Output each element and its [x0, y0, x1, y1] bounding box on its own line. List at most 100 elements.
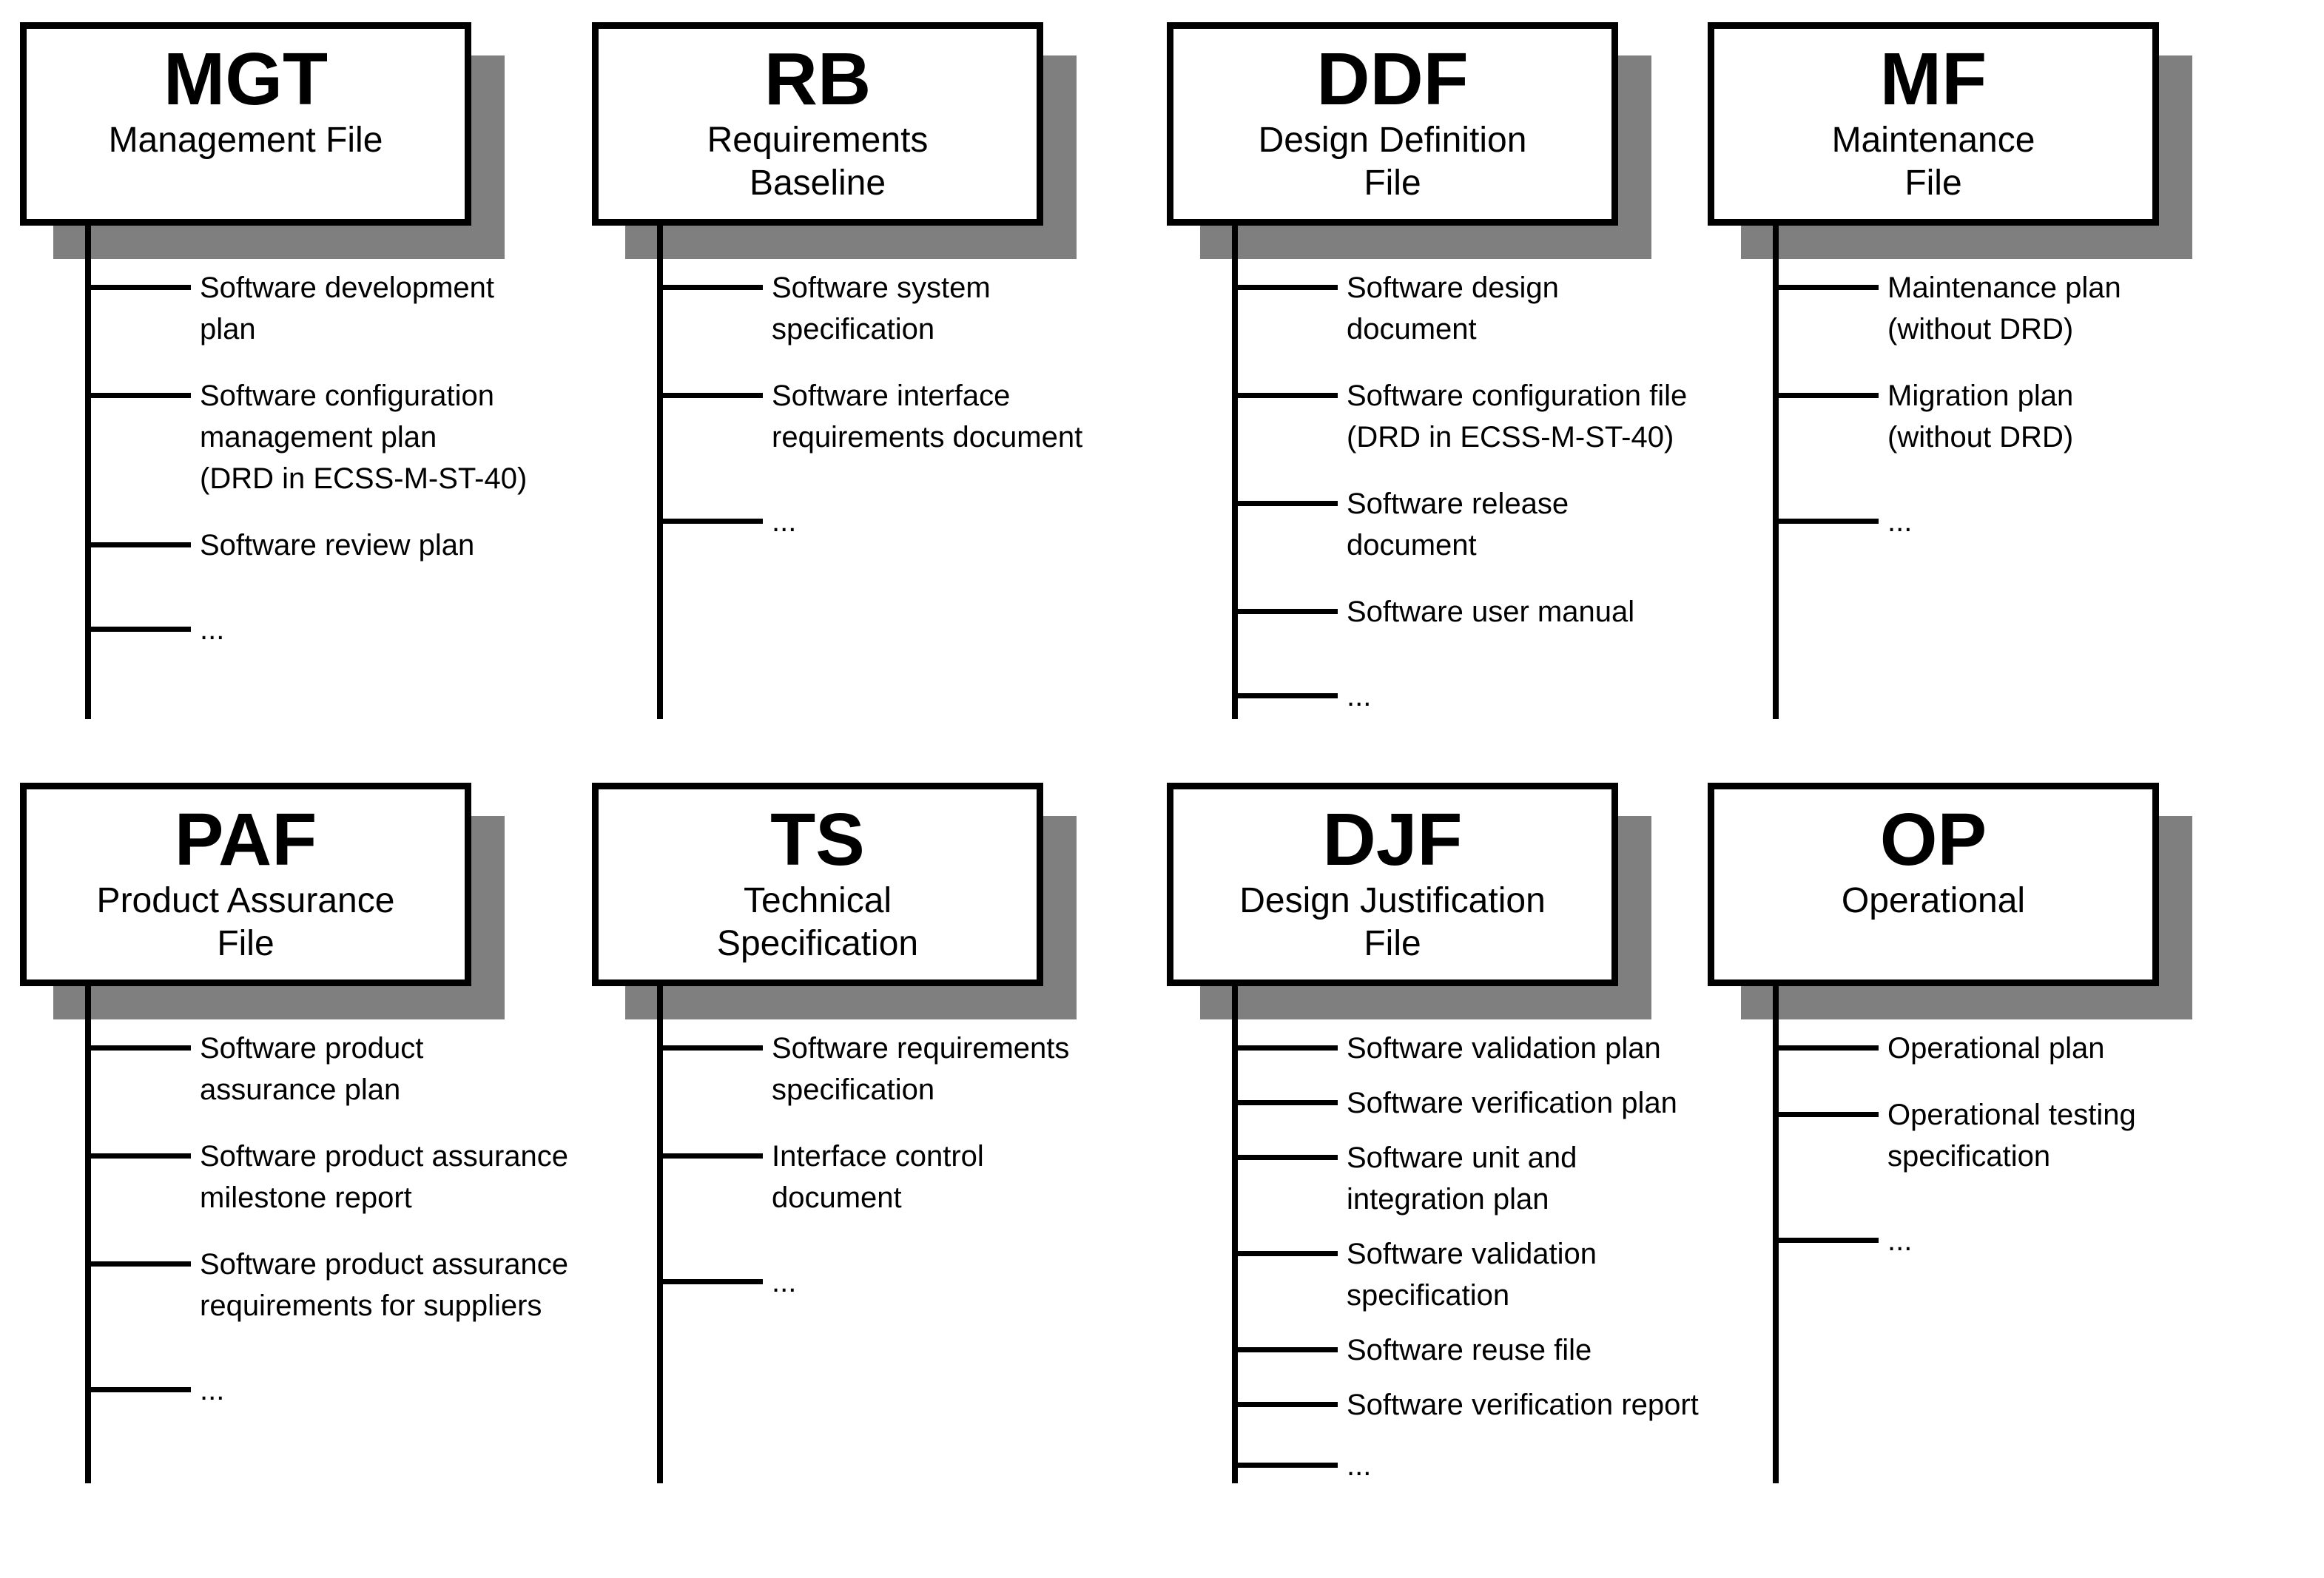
- file-full-name: Product Assurance File: [96, 881, 395, 963]
- file-acronym: TS: [770, 798, 865, 881]
- file-acronym: MGT: [163, 38, 329, 121]
- document-label: Software product assurance requirements …: [200, 1248, 569, 1322]
- tree-trunk-line: [657, 223, 663, 719]
- file-section-rb: RB Requirements Baseline Software system…: [592, 22, 1110, 726]
- file-full-name: Operational: [1841, 881, 2026, 920]
- document-label: Interface control document: [772, 1140, 984, 1214]
- branch-tick-line: [1232, 1251, 1338, 1256]
- document-label: Software interface requirements document: [772, 380, 1083, 453]
- branch-tick-line: [1773, 1112, 1879, 1117]
- branch-tick-line: [1232, 609, 1338, 614]
- file-section-djf: DJF Design Justification File Software v…: [1167, 783, 1699, 1491]
- file-box: TS Technical Specification: [592, 783, 1043, 986]
- tree-trunk-line: [1232, 983, 1238, 1483]
- document-label: Software product assurance plan: [200, 1032, 424, 1106]
- document-label: ...: [200, 613, 225, 646]
- document-label: Software product assurance milestone rep…: [200, 1140, 569, 1214]
- file-acronym: DDF: [1316, 38, 1469, 121]
- document-label: ...: [1347, 1449, 1372, 1482]
- document-label: Software configuration file (DRD in ECSS…: [1347, 380, 1688, 453]
- document-label: Software verification plan: [1347, 1087, 1677, 1119]
- document-label: Software requirements specification: [772, 1032, 1070, 1106]
- document-label: ...: [772, 1266, 797, 1298]
- file-section-mf: MF Maintenance File Maintenance plan (wi…: [1708, 22, 2226, 726]
- file-acronym: RB: [764, 38, 872, 121]
- branch-tick-line: [657, 1279, 763, 1284]
- branch-tick-line: [657, 285, 763, 290]
- branch-tick-line: [85, 393, 191, 398]
- branch-tick-line: [1232, 501, 1338, 506]
- document-label: ...: [772, 505, 797, 538]
- branch-tick-line: [1773, 1238, 1879, 1243]
- file-section-paf: PAF Product Assurance File Software prod…: [20, 783, 568, 1491]
- branch-tick-line: [1232, 1402, 1338, 1407]
- branch-tick-line: [85, 542, 191, 547]
- branch-tick-line: [657, 1045, 763, 1051]
- file-box: PAF Product Assurance File: [20, 783, 471, 986]
- document-label: Operational testing specification: [1887, 1099, 2136, 1173]
- branch-tick-line: [85, 1261, 191, 1267]
- branch-tick-line: [1773, 1045, 1879, 1051]
- document-label: Software design document: [1347, 272, 1559, 345]
- document-label: Software configuration management plan (…: [200, 380, 528, 495]
- file-section-ts: TS Technical Specification Software requ…: [592, 783, 1110, 1491]
- file-box: MF Maintenance File: [1708, 22, 2159, 226]
- file-acronym: MF: [1879, 38, 1987, 121]
- branch-tick-line: [1773, 519, 1879, 524]
- document-label: Software system specification: [772, 272, 991, 345]
- file-full-name: Requirements Baseline: [707, 121, 929, 203]
- file-box: DDF Design Definition File: [1167, 22, 1618, 226]
- tree-trunk-line: [85, 983, 91, 1483]
- document-label: ...: [1347, 680, 1372, 712]
- document-label: ...: [1887, 1224, 1913, 1257]
- document-label: Software validation plan: [1347, 1032, 1661, 1065]
- file-full-name: Management File: [108, 121, 383, 160]
- document-label: Software release document: [1347, 488, 1569, 562]
- file-full-name: Maintenance File: [1831, 121, 2035, 203]
- branch-tick-line: [85, 627, 191, 632]
- file-box: OP Operational: [1708, 783, 2159, 986]
- file-box: MGT Management File: [20, 22, 471, 226]
- document-label: Software reuse file: [1347, 1334, 1592, 1366]
- document-label: Migration plan (without DRD): [1887, 380, 2074, 453]
- file-section-ddf: DDF Design Definition File Software desi…: [1167, 22, 1688, 726]
- branch-tick-line: [85, 1387, 191, 1392]
- branch-tick-line: [1232, 1155, 1338, 1160]
- document-label: Software validation specification: [1347, 1238, 1597, 1312]
- document-label: Operational plan: [1887, 1032, 2105, 1065]
- file-full-name: Technical Specification: [716, 881, 919, 963]
- file-box: RB Requirements Baseline: [592, 22, 1043, 226]
- branch-tick-line: [85, 1153, 191, 1159]
- document-label: Maintenance plan (without DRD): [1887, 272, 2121, 345]
- tree-trunk-line: [657, 983, 663, 1483]
- branch-tick-line: [85, 285, 191, 290]
- branch-tick-line: [657, 519, 763, 524]
- branch-tick-line: [85, 1045, 191, 1051]
- branch-tick-line: [1232, 285, 1338, 290]
- document-label: Software development plan: [200, 272, 495, 345]
- file-acronym: DJF: [1322, 798, 1463, 881]
- file-full-name: Design Definition File: [1258, 121, 1527, 203]
- branch-tick-line: [1232, 1100, 1338, 1105]
- branch-tick-line: [1773, 285, 1879, 290]
- document-label: Software verification report: [1347, 1389, 1699, 1421]
- tree-trunk-line: [1773, 223, 1779, 719]
- branch-tick-line: [1232, 693, 1338, 698]
- document-label: Software unit and integration plan: [1347, 1142, 1577, 1215]
- document-label: Software user manual: [1347, 596, 1635, 628]
- tree-trunk-line: [85, 223, 91, 719]
- tree-trunk-line: [1232, 223, 1238, 719]
- file-acronym: PAF: [174, 798, 317, 881]
- file-acronym: OP: [1879, 798, 1987, 881]
- branch-tick-line: [1232, 393, 1338, 398]
- document-label: ...: [200, 1374, 225, 1406]
- tree-trunk-line: [1773, 983, 1779, 1483]
- branch-tick-line: [657, 1153, 763, 1159]
- document-label: Software review plan: [200, 529, 475, 562]
- branch-tick-line: [1773, 393, 1879, 398]
- branch-tick-line: [657, 393, 763, 398]
- branch-tick-line: [1232, 1347, 1338, 1352]
- branch-tick-line: [1232, 1045, 1338, 1051]
